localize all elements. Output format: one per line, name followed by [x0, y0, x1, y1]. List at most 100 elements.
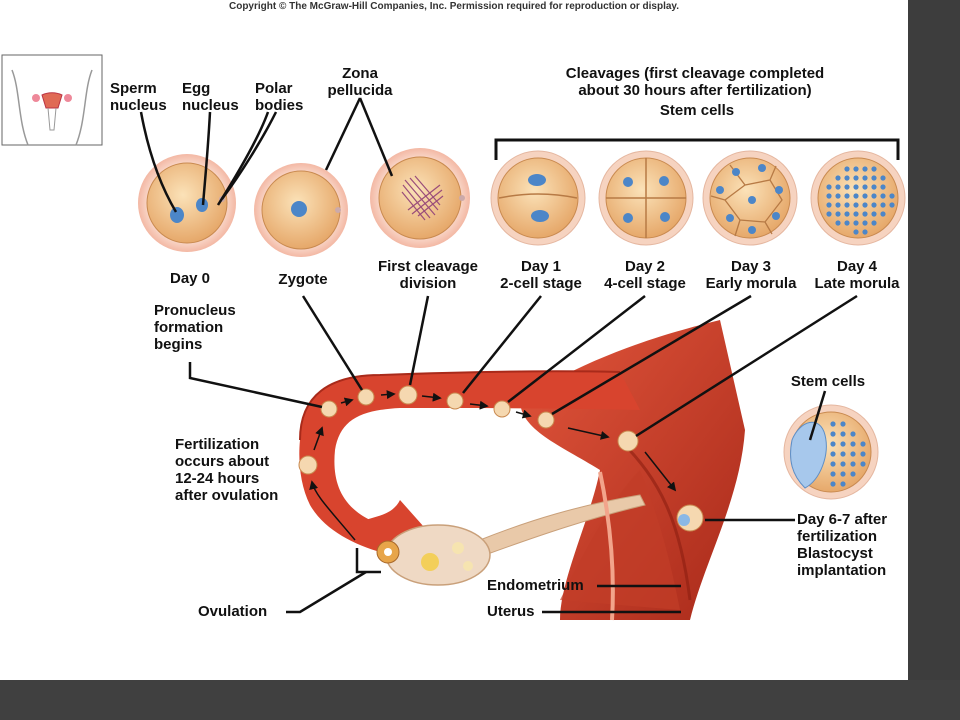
nucleus-dot	[853, 166, 859, 172]
slide-right-border	[908, 0, 960, 720]
nucleus-dot	[853, 220, 859, 226]
nucleus-dot	[844, 220, 850, 226]
nucleus-dot	[826, 184, 832, 190]
nucleus-dot	[835, 202, 841, 208]
label-day0: Day 0	[170, 270, 210, 287]
nucleus-dot	[844, 202, 850, 208]
nucleus-dot	[871, 166, 877, 172]
nucleus-dot	[880, 184, 886, 190]
nucleus-dot	[840, 461, 846, 467]
slide-bottom-border	[0, 680, 960, 720]
stem-cells-pointer	[808, 390, 827, 441]
nucleus-dot	[840, 481, 846, 487]
nucleus-dot	[862, 202, 868, 208]
day2-four-cell	[598, 150, 694, 246]
nucleus-dot	[850, 441, 856, 447]
nucleus-dot	[844, 193, 850, 199]
nucleus-dot	[830, 451, 836, 457]
nucleus-dot	[871, 193, 877, 199]
nucleus-dot	[844, 166, 850, 172]
copyright-text: Copyright © The McGraw-Hill Companies, I…	[229, 1, 679, 12]
nucleus-dot	[853, 202, 859, 208]
traveling-embryos	[298, 385, 704, 532]
label-stem-cells-right: Stem cells	[791, 373, 865, 390]
label-stem-cells-top: Stem cells	[660, 102, 734, 119]
day1-two-cell	[490, 150, 586, 246]
blastocyst-inset	[783, 404, 879, 500]
nucleus-dot	[844, 211, 850, 217]
nucleus-dot	[844, 175, 850, 181]
nucleus-dot	[830, 431, 836, 437]
nucleus-dot	[835, 184, 841, 190]
nucleus-dot	[880, 211, 886, 217]
nucleus-dot	[850, 471, 856, 477]
nucleus-dot	[860, 451, 866, 457]
nucleus-dot	[844, 184, 850, 190]
nucleus-dot	[880, 175, 886, 181]
nucleus-dot	[830, 461, 836, 467]
nucleus-dot	[862, 229, 868, 235]
nucleus-dot	[835, 193, 841, 199]
nucleus-dot	[862, 166, 868, 172]
reproductive-system-thumbnail	[1, 54, 103, 146]
nucleus-dot	[862, 220, 868, 226]
zygote-cell	[254, 163, 348, 257]
nucleus-dot	[853, 193, 859, 199]
nucleus-dot	[840, 431, 846, 437]
nucleus-dot	[871, 211, 877, 217]
day3-early-morula	[702, 150, 798, 246]
day4-late-morula	[810, 150, 906, 246]
nucleus-dot	[850, 451, 856, 457]
nucleus-dot	[871, 175, 877, 181]
nucleus-dot	[826, 202, 832, 208]
path-arrows	[309, 390, 677, 541]
nucleus-dot	[860, 461, 866, 467]
nucleus-dot	[862, 184, 868, 190]
nucleus-dot	[830, 441, 836, 447]
day0-oocyte	[138, 154, 236, 252]
nucleus-dot	[871, 202, 877, 208]
nucleus-dot	[835, 220, 841, 226]
top-pointer-lines	[139, 97, 394, 213]
label-endometrium: Endometrium	[487, 577, 584, 594]
nucleus-dot	[853, 184, 859, 190]
nucleus-dot	[840, 441, 846, 447]
label-uterus: Uterus	[487, 603, 535, 620]
cleavage-bracket	[494, 138, 900, 160]
nucleus-dot	[862, 175, 868, 181]
nucleus-dot	[826, 193, 832, 199]
nucleus-dot	[840, 451, 846, 457]
fertilization-diagram: Copyright © The McGraw-Hill Companies, I…	[1, 1, 906, 621]
nucleus-dot	[850, 431, 856, 437]
nucleus-dot	[871, 184, 877, 190]
nucleus-dot	[853, 211, 859, 217]
nucleus-dot	[862, 193, 868, 199]
nucleus-dot	[871, 220, 877, 226]
nucleus-dot	[853, 229, 859, 235]
nucleus-dot	[889, 193, 895, 199]
first-cleavage-cell	[370, 148, 470, 248]
nucleus-dot	[880, 193, 886, 199]
nucleus-dot	[840, 421, 846, 427]
nucleus-dot	[850, 461, 856, 467]
nucleus-dot	[860, 441, 866, 447]
nucleus-dot	[830, 421, 836, 427]
nucleus-dot	[862, 211, 868, 217]
label-ovulation: Ovulation	[198, 603, 267, 620]
bottom-pointer-lines	[188, 294, 858, 614]
nucleus-dot	[835, 211, 841, 217]
uterus-and-tube	[299, 320, 745, 621]
nucleus-dot	[880, 202, 886, 208]
